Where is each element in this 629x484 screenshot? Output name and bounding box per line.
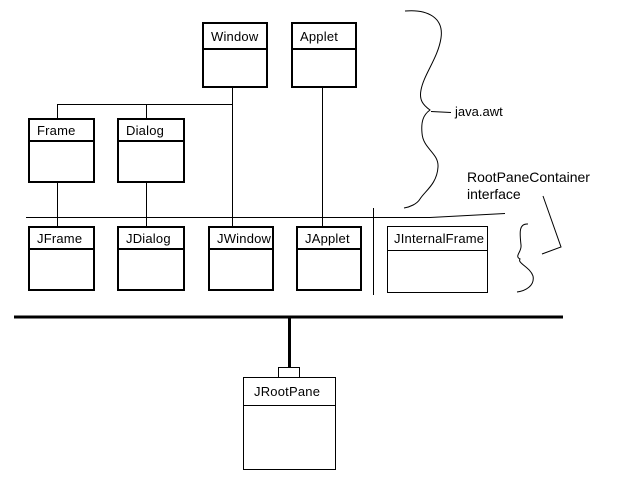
class-label: JDialog xyxy=(119,228,183,250)
jrootpane-connector-tab xyxy=(278,367,300,378)
java-awt-brace-tip-dash xyxy=(430,111,452,113)
class-label: JInternalFrame xyxy=(388,227,487,251)
class-label: Window xyxy=(204,24,266,50)
class-box-japplet: JApplet xyxy=(296,226,362,291)
rootpanecontainer-label-line1: RootPaneContainer xyxy=(467,169,590,185)
class-box-window: Window xyxy=(202,22,268,88)
rootpanecontainer-label-line2: interface xyxy=(467,186,521,202)
class-label: JRootPane xyxy=(244,378,335,406)
class-box-applet: Applet xyxy=(291,22,357,88)
class-label: Frame xyxy=(30,120,93,142)
jinternalframe-brace xyxy=(516,223,534,293)
interface-pointer-line xyxy=(541,195,562,255)
class-box-jdialog: JDialog xyxy=(117,226,185,291)
class-box-frame: Frame xyxy=(28,118,95,183)
class-label: JWindow xyxy=(210,228,272,250)
java-awt-brace xyxy=(403,10,442,209)
class-label: JApplet xyxy=(298,228,360,250)
rootpanecontainer-interface-label: RootPaneContainer interface xyxy=(467,169,590,203)
class-box-jrootpane: JRootPane xyxy=(243,377,336,470)
swing-row-line xyxy=(26,213,506,218)
class-label: JFrame xyxy=(30,228,93,250)
class-label: Applet xyxy=(293,24,355,50)
class-box-dialog: Dialog xyxy=(117,118,185,183)
class-box-jframe: JFrame xyxy=(28,226,95,291)
class-box-jinternalframe: JInternalFrame xyxy=(387,226,488,293)
java-awt-package-label: java.awt xyxy=(455,104,503,119)
class-label: Dialog xyxy=(119,120,183,142)
class-box-jwindow: JWindow xyxy=(208,226,274,291)
